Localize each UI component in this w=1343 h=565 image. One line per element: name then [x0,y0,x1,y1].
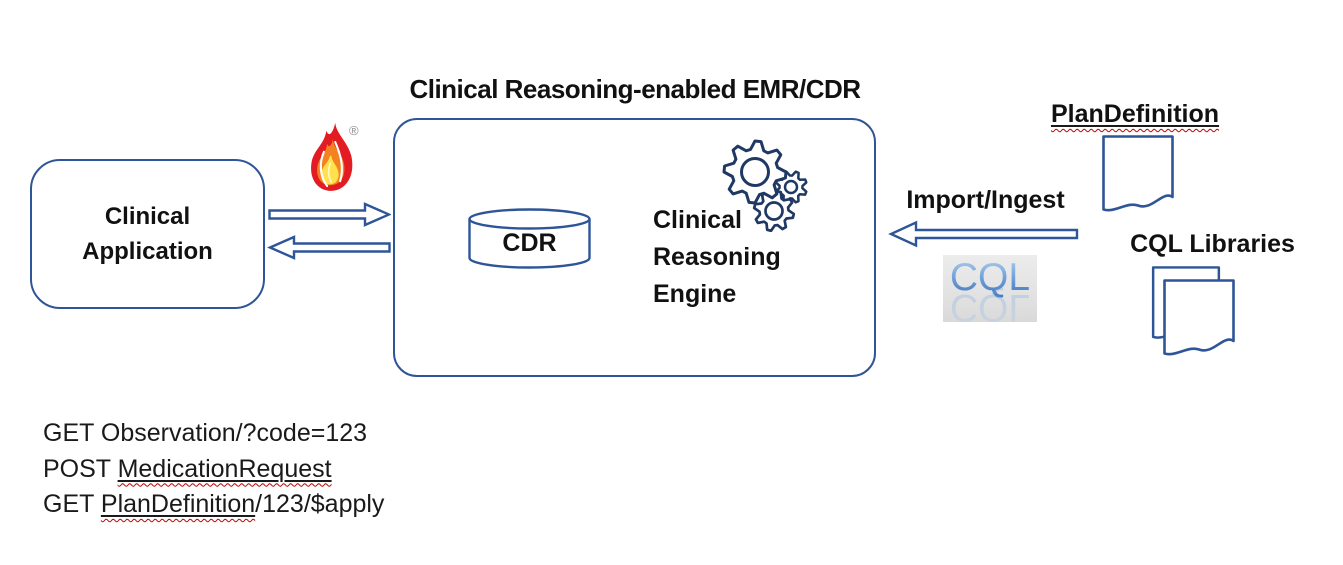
arrow-left-icon [267,235,391,260]
api-line-get-observation: GET Observation/?code=123 [43,419,368,447]
cdr-database: CDR [467,208,592,270]
clinical-reasoning-engine-label: Clinical Reasoning Engine [653,206,781,308]
plan-definition-document-icon [1102,135,1174,212]
plan-definition-label: PlanDefinition [1050,100,1220,128]
cql-logo: CQL CQL [943,255,1037,322]
diagram-title: Clinical Reasoning-enabled EMR/CDR [409,74,861,104]
database-cylinder-icon [468,208,591,269]
api-line-get-plandefinition-apply: GET PlanDefinition/123/$apply [43,490,385,518]
clinical-application-label: Clinical Application [82,203,213,265]
cql-libraries-label: CQL Libraries [1130,230,1295,258]
fhir-flame-icon [311,122,353,191]
clinical-application-box: Clinical Application [30,159,265,309]
cql-library-document-front-icon [1163,279,1235,356]
cql-logo-text: CQL [943,258,1037,298]
api-line-post-medicationrequest: POST MedicationRequest [43,454,332,483]
cql-logo-reflection: CQL [943,286,1037,322]
import-arrow-icon [888,220,1079,248]
gears-icon [722,139,808,232]
arrow-right-icon [268,202,391,227]
registered-trademark-icon: ® [349,123,359,138]
import-ingest-label: Import/Ingest [906,186,1065,214]
cdr-label: CDR [502,229,557,257]
api-example-lines: GET Observation/?code=123 POST Medicatio… [43,416,384,523]
